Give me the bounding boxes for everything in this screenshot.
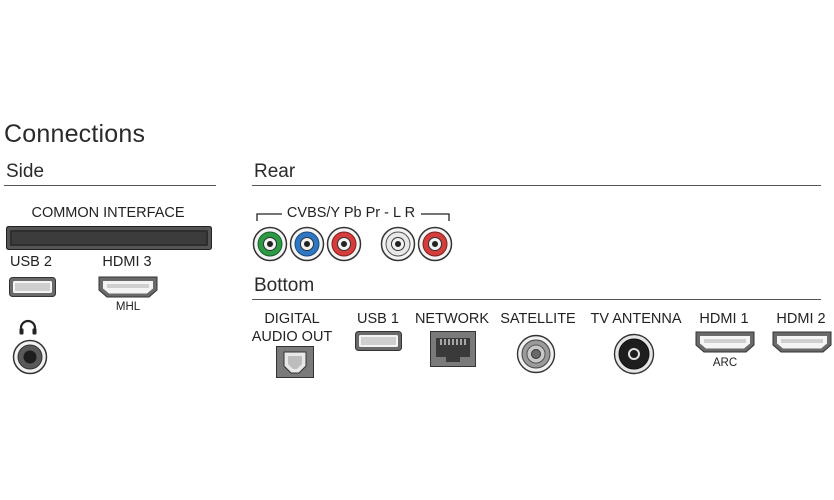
page-title: Connections xyxy=(4,120,146,148)
usb2-port xyxy=(9,277,56,297)
cvbs-bracket xyxy=(256,213,450,221)
usb2-label: USB 2 xyxy=(10,254,52,270)
headphones-icon xyxy=(19,319,37,335)
hdmi2-label: HDMI 2 xyxy=(776,311,826,327)
bottom-divider xyxy=(252,299,821,300)
cvbs-label: CVBS/Y Pb Pr - L R xyxy=(286,205,416,221)
hdmi1-arc-label: ARC xyxy=(712,357,738,369)
white-rca-jack xyxy=(380,226,416,262)
satellite-port xyxy=(516,334,556,374)
tv-antenna-port xyxy=(613,333,655,375)
blue-rca-jack xyxy=(289,226,325,262)
digital-audio-label-line1: DIGITAL xyxy=(264,311,320,327)
network-port xyxy=(430,331,476,367)
tv-antenna-label: TV ANTENNA xyxy=(590,311,682,327)
hdmi3-label: HDMI 3 xyxy=(102,254,152,270)
side-heading: Side xyxy=(6,161,45,182)
usb1-port xyxy=(355,331,402,351)
usb1-label: USB 1 xyxy=(357,311,399,327)
rear-heading: Rear xyxy=(254,161,296,182)
hdmi3-port xyxy=(98,276,158,298)
network-label: NETWORK xyxy=(414,311,490,327)
red-audio-rca-jack xyxy=(417,226,453,262)
satellite-label: SATELLITE xyxy=(500,311,576,327)
digital-audio-out-port xyxy=(276,346,314,378)
headphone-jack xyxy=(12,339,48,375)
hdmi3-mhl-label: MHL xyxy=(115,301,141,313)
rear-divider xyxy=(252,185,821,186)
rca-jack-group xyxy=(252,226,453,262)
side-divider xyxy=(4,185,216,186)
red-rca-jack xyxy=(326,226,362,262)
digital-audio-label-line2: AUDIO OUT xyxy=(251,329,333,345)
bottom-heading: Bottom xyxy=(254,275,315,296)
hdmi1-label: HDMI 1 xyxy=(699,311,749,327)
hdmi2-port xyxy=(772,331,832,353)
hdmi1-port xyxy=(695,331,755,353)
common-interface-slot xyxy=(6,226,212,250)
green-rca-jack xyxy=(252,226,288,262)
common-interface-label: COMMON INTERFACE xyxy=(31,205,185,221)
